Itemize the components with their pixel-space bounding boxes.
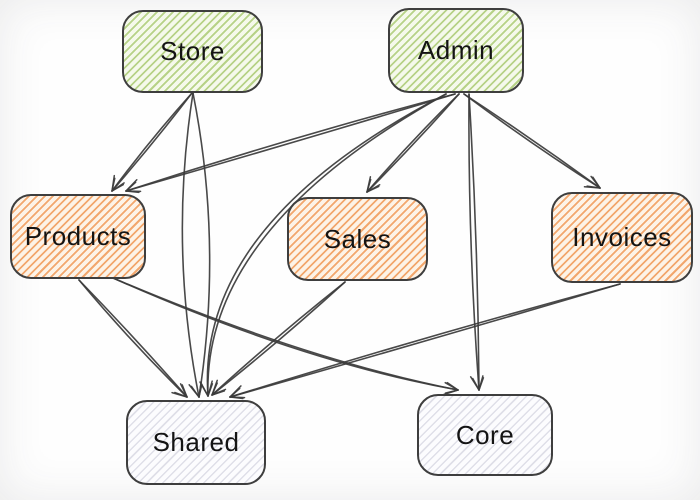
node-label-sales: Sales [323,223,392,254]
node-label-store: Store [160,36,225,66]
node-products: Products [10,194,146,279]
node-sales: Sales [287,197,428,281]
node-shared: Shared [126,400,266,485]
node-label-invoices: Invoices [572,222,672,252]
node-invoices: Invoices [551,192,693,283]
node-admin: Admin [388,8,524,93]
node-label-shared: Shared [152,427,240,457]
node-label-admin: Admin [417,35,495,65]
node-label-core: Core [455,419,515,450]
node-label-products: Products [24,221,132,251]
node-store: Store [122,10,263,93]
node-core: Core [417,394,553,476]
